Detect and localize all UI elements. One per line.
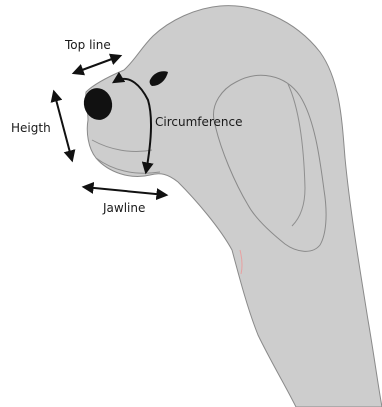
- circumference-label: Circumference: [155, 115, 243, 129]
- top-line-arrow: [74, 56, 120, 73]
- jawline-arrow: [84, 187, 166, 195]
- jawline-label: Jawline: [102, 201, 145, 215]
- height-arrow: [54, 92, 72, 160]
- top-line-label: Top line: [64, 38, 111, 52]
- height-label: Heigth: [11, 121, 51, 135]
